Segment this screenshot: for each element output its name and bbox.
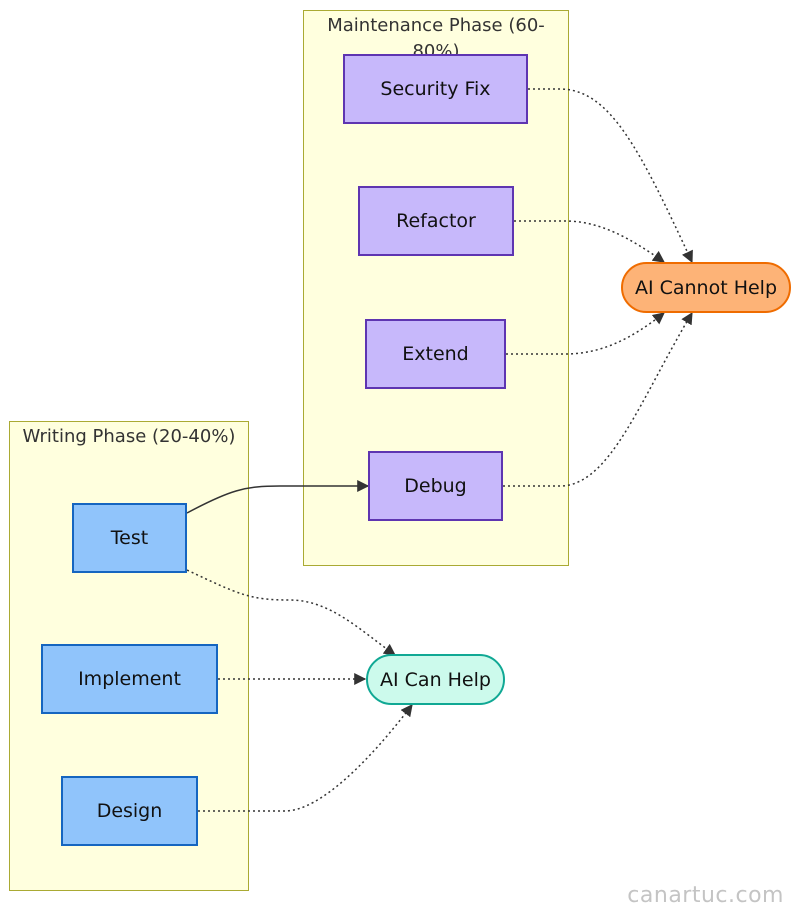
watermark: canartuc.com bbox=[627, 883, 784, 908]
node-test-label: Test bbox=[110, 527, 149, 549]
node-implement-label: Implement bbox=[78, 668, 181, 690]
node-test[interactable]: Test bbox=[72, 503, 187, 573]
node-security-fix[interactable]: Security Fix bbox=[343, 54, 528, 124]
node-refactor-label: Refactor bbox=[396, 210, 476, 232]
node-security-fix-label: Security Fix bbox=[380, 78, 491, 100]
node-extend[interactable]: Extend bbox=[365, 319, 506, 389]
node-implement[interactable]: Implement bbox=[41, 644, 218, 714]
node-design-label: Design bbox=[96, 800, 163, 822]
node-extend-label: Extend bbox=[402, 343, 469, 365]
node-ai-can-help[interactable]: AI Can Help bbox=[366, 654, 505, 705]
node-debug[interactable]: Debug bbox=[368, 451, 503, 521]
node-design[interactable]: Design bbox=[61, 776, 198, 846]
node-refactor[interactable]: Refactor bbox=[358, 186, 514, 256]
cluster-writing-label: Writing Phase (20-40%) bbox=[22, 426, 236, 447]
node-debug-label: Debug bbox=[404, 475, 467, 497]
node-ai-can-help-label: AI Can Help bbox=[380, 668, 491, 691]
node-ai-cannot-help-label: AI Cannot Help bbox=[634, 276, 778, 299]
node-ai-cannot-help[interactable]: AI Cannot Help bbox=[621, 262, 791, 313]
